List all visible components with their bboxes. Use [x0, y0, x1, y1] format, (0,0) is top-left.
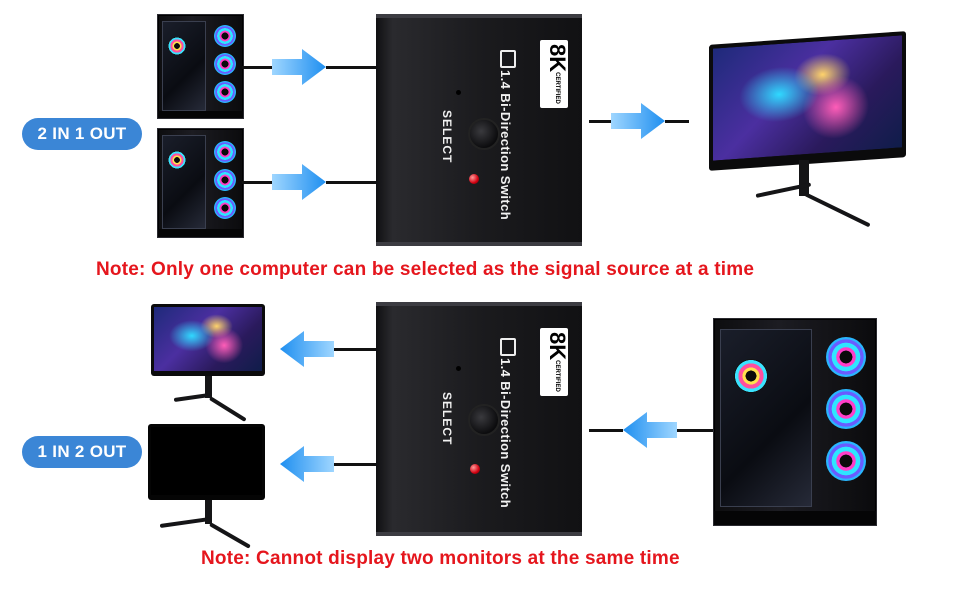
displayport-icon: [500, 338, 516, 356]
switch-box-top: 8KCERTIFIED 1.4 Bi-Direction Switch SELE…: [376, 14, 582, 246]
monitor-foot: [173, 393, 210, 402]
arrow-right-icon: [272, 164, 326, 200]
badge-8k: 8KCERTIFIED: [540, 328, 570, 396]
device-name: 1.4 Bi-Direction Switch: [498, 358, 513, 509]
cable-pc2: [242, 181, 272, 184]
monitor-top: [709, 31, 906, 171]
arrow-left-icon: [280, 331, 334, 367]
cable-to-monitor-1: [334, 348, 376, 351]
cable-switch-to-pc: [589, 429, 623, 432]
mode-label-1in2out: 1 IN 2 OUT: [22, 436, 142, 468]
note-top: Note: Only one computer can be selected …: [96, 259, 755, 280]
arrow-right-icon: [611, 103, 665, 139]
led-indicator: [470, 464, 480, 474]
monitor-stand: [205, 376, 212, 398]
monitor-foot: [159, 517, 210, 528]
monitor-foot: [208, 396, 247, 422]
device-name: 1.4 Bi-Direction Switch: [498, 70, 513, 221]
mode-label-2in1out: 2 IN 1 OUT: [22, 118, 142, 150]
monitor-stand: [799, 160, 809, 196]
cable-switch-to-monitor: [589, 120, 611, 123]
cable-from-pc: [677, 429, 713, 432]
switch-box-bottom: 8KCERTIFIED 1.4 Bi-Direction Switch SELE…: [376, 302, 582, 536]
displayport-icon: [500, 50, 516, 68]
computer-source: [713, 318, 877, 526]
arrow-left-icon: [623, 412, 677, 448]
indicator-dot: [456, 90, 461, 95]
arrow-right-icon: [272, 49, 326, 85]
monitor-bottom-1: [151, 304, 265, 376]
monitor-stand: [205, 500, 212, 524]
monitor-foot: [209, 522, 251, 549]
select-button[interactable]: [468, 118, 500, 150]
cable-to-switch-1: [326, 66, 376, 69]
select-label: SELECT: [440, 110, 454, 164]
select-label: SELECT: [440, 392, 454, 446]
computer-2: [157, 128, 244, 238]
cable-to-monitor-2: [334, 463, 376, 466]
cable-pc1: [242, 66, 272, 69]
arrow-left-icon: [280, 446, 334, 482]
monitor-foot: [804, 192, 871, 228]
indicator-dot: [456, 366, 461, 371]
cable-to-monitor: [665, 120, 689, 123]
led-indicator: [469, 174, 479, 184]
select-button[interactable]: [468, 404, 500, 436]
badge-8k: 8KCERTIFIED: [540, 40, 570, 108]
cable-to-switch-2: [326, 181, 376, 184]
note-bottom: Note: Cannot display two monitors at the…: [201, 548, 680, 569]
monitor-bottom-2: [148, 424, 265, 500]
computer-1: [157, 14, 244, 119]
